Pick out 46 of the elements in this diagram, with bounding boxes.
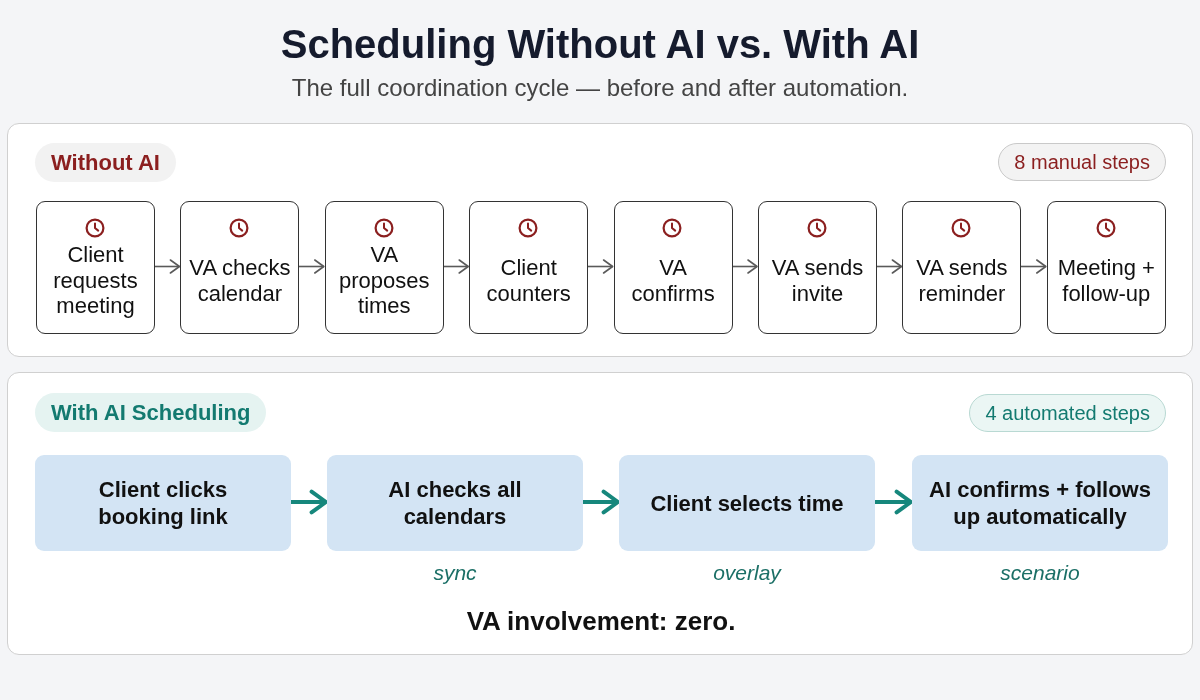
step-box	[35, 455, 291, 551]
arrow	[1019, 259, 1047, 274]
subtitle: The full coordination cycle — before and after automation.	[291, 74, 909, 102]
arrow	[730, 259, 758, 274]
arrow	[875, 259, 903, 274]
step-box	[613, 201, 733, 334]
arrow	[442, 259, 469, 274]
step-text: VA sends invite	[770, 255, 865, 306]
step-box	[469, 201, 589, 334]
step-box	[902, 201, 1022, 334]
step-count-badge: 4 automated steps	[969, 394, 1166, 432]
arrow	[297, 259, 325, 274]
step-box	[912, 455, 1168, 551]
section-panel	[7, 372, 1193, 655]
step-text: VA confirms	[630, 255, 716, 306]
title: Scheduling Without AI vs. With AI	[280, 21, 920, 67]
step-box	[36, 201, 155, 334]
section-panel	[7, 123, 1193, 357]
step-box	[758, 201, 877, 334]
arrow	[874, 489, 913, 515]
step-text: Client counters	[485, 255, 572, 306]
step-box	[619, 455, 875, 551]
step-count-badge: 8 manual steps	[998, 143, 1166, 181]
step-text: Meeting + follow-up	[1056, 255, 1156, 306]
step-text: Client selects time	[650, 489, 844, 517]
tool-note: sync	[433, 560, 477, 586]
step-box	[180, 201, 300, 334]
section-heading: With AI Scheduling	[35, 393, 267, 432]
step-box	[1046, 201, 1166, 334]
tool-note: scenario	[1000, 560, 1080, 586]
step-text: VA proposes times	[338, 242, 431, 319]
step-text: Client clicks booking link	[97, 476, 229, 530]
step-text: AI confirms + follows up automatically	[928, 476, 1152, 530]
arrow	[586, 259, 614, 274]
step-text: VA sends reminder	[915, 255, 1009, 306]
arrow	[153, 259, 181, 274]
step-text: VA checks calendar	[188, 255, 291, 306]
arrow	[290, 489, 328, 515]
tool-note: overlay	[713, 560, 781, 586]
step-text: AI checks all calendars	[387, 476, 523, 530]
summary-text: VA involvement: zero.	[466, 606, 736, 636]
step-box	[324, 201, 444, 334]
step-text: Client requests meeting	[52, 242, 139, 319]
section-heading: Without AI	[35, 143, 176, 182]
arrow	[582, 489, 620, 515]
step-box	[327, 455, 583, 551]
